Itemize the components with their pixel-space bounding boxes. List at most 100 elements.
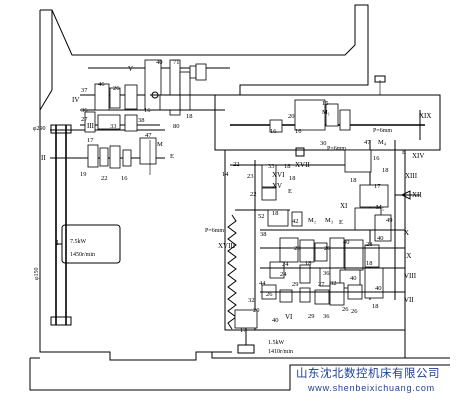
gear-label: 20 bbox=[253, 307, 260, 314]
gear-label: 30 bbox=[320, 140, 327, 147]
gear-label: 40 bbox=[343, 239, 350, 246]
gear-label: 28 bbox=[366, 241, 373, 248]
clutch-markers: M E M₁ M₂ M₃ M₄ M₅ E E E bbox=[157, 109, 406, 226]
gear-label: 22 bbox=[250, 191, 257, 198]
gear-label: 80 bbox=[173, 123, 180, 130]
gear-label: 44 bbox=[259, 280, 266, 287]
marker-E3: E bbox=[402, 149, 406, 156]
label-shaft-VI: VI bbox=[285, 313, 293, 321]
gear-label: 20 bbox=[288, 113, 295, 120]
gear-label: 52 bbox=[258, 213, 265, 220]
gear-label: 22 bbox=[233, 161, 240, 168]
main-motor-power: 7.5kW bbox=[70, 239, 87, 245]
gear-label: 33 bbox=[110, 123, 117, 130]
gear-label: 40 bbox=[375, 285, 382, 292]
feed-motor-speed: 1410r/min bbox=[268, 349, 293, 355]
feed-motor-power: 1.5kW bbox=[268, 340, 285, 346]
pitch-vertical: P=6mm bbox=[205, 228, 224, 234]
label-shaft-XIV: XIV bbox=[412, 152, 424, 160]
gear-label: 36 bbox=[323, 313, 330, 320]
gear-label: 16 bbox=[373, 155, 380, 162]
gear-label: 19 bbox=[80, 171, 87, 178]
gear-label: 22 bbox=[101, 175, 108, 182]
gear-label: 33 bbox=[268, 163, 275, 170]
gear-label: 17 bbox=[374, 183, 381, 190]
marker-E4: E bbox=[288, 188, 292, 195]
marker-M3: M₃ bbox=[325, 217, 333, 224]
gear-label: 16 bbox=[270, 128, 277, 135]
gear-label: 18 bbox=[284, 163, 291, 170]
gear-label: 23 bbox=[247, 173, 254, 180]
gear-label: 32 bbox=[248, 297, 255, 304]
gear-label: 17 bbox=[87, 137, 94, 144]
gear-label: 16 bbox=[295, 128, 302, 135]
gear-label: 18 bbox=[350, 177, 357, 184]
lower-pulley bbox=[50, 316, 72, 326]
dim-pulley-small: φ150 bbox=[34, 268, 40, 280]
marker-M2: M₂ bbox=[308, 217, 316, 224]
marker-M5: M₅ bbox=[376, 204, 384, 211]
label-shaft-XII: XII bbox=[412, 191, 422, 199]
gear-label: 18 bbox=[272, 210, 279, 217]
gear-label: 46 bbox=[98, 81, 105, 88]
gear-label: 40 bbox=[156, 59, 163, 66]
gear-label: 16 bbox=[121, 175, 128, 182]
gear-label: 18 bbox=[305, 260, 312, 267]
gear-label: 38 bbox=[260, 231, 267, 238]
label-shaft-VII: VII bbox=[404, 296, 414, 304]
marker-M: M bbox=[157, 141, 163, 148]
gear-label: 29 bbox=[292, 281, 299, 288]
gear-label: 47 bbox=[364, 139, 371, 146]
gear-label: 40 bbox=[350, 275, 357, 282]
gear-label: 18 bbox=[372, 303, 379, 310]
marker-M4: M₄ bbox=[378, 139, 387, 146]
gear-label: 36 bbox=[81, 107, 88, 114]
label-shaft-II: II bbox=[41, 154, 46, 162]
marker-E: E bbox=[170, 153, 174, 160]
marker-M1: M₁ bbox=[322, 109, 330, 116]
gear-label: 71 bbox=[173, 59, 180, 66]
watermark-company: 山东沈北数控机床有限公司 bbox=[296, 366, 440, 380]
label-shaft-I: I bbox=[56, 239, 59, 247]
gear-label: 24 bbox=[280, 271, 287, 278]
gear-label: 49 bbox=[386, 217, 393, 224]
upper-pulley bbox=[50, 124, 72, 134]
gear-label: 24 bbox=[282, 261, 289, 268]
gear-label: 18 bbox=[366, 260, 373, 267]
annotations: P=6mm P=6mm P=6mm φ290 φ150 7.5kW 1450r/… bbox=[33, 126, 392, 355]
gear-label: 15 bbox=[322, 100, 329, 107]
gear-label: 32 bbox=[330, 280, 337, 287]
label-shaft-IX: IX bbox=[404, 252, 411, 260]
label-shaft-III: III bbox=[87, 122, 95, 130]
gear-label: 47 bbox=[145, 132, 152, 139]
gear-label: 26 bbox=[351, 308, 358, 315]
shaft-labels: II III IV V I VII VIII IX X XI XII XIII … bbox=[41, 65, 431, 321]
gear-labels: 40 71 18 80 46 26 37 36 27 16 38 33 17 4… bbox=[80, 59, 393, 334]
gear-label: 26 bbox=[324, 245, 331, 252]
gear-label: 17 bbox=[240, 327, 247, 334]
main-motor-speed: 1450r/min bbox=[70, 252, 95, 258]
dim-pulley-large: φ290 bbox=[33, 126, 45, 132]
gear-label: 29 bbox=[294, 245, 301, 252]
label-shaft-IV: IV bbox=[72, 96, 79, 104]
main-drive-group bbox=[50, 59, 230, 326]
gear-label: 18 bbox=[289, 175, 296, 182]
marker-E2: E bbox=[339, 219, 343, 226]
gear-label: 14 bbox=[222, 171, 229, 178]
gear-label: 26 bbox=[342, 306, 349, 313]
gear-label: 36 bbox=[323, 270, 330, 277]
label-shaft-V: V bbox=[128, 65, 133, 73]
gear-label: 26 bbox=[266, 291, 273, 298]
feed-group bbox=[227, 75, 425, 354]
label-shaft-X: X bbox=[404, 229, 409, 237]
gear-label: 29 bbox=[308, 313, 315, 320]
watermark: 山东沈北数控机床有限公司 www.shenbeixichuang.com bbox=[296, 366, 440, 393]
watermark-url: www.shenbeixichuang.com bbox=[307, 383, 435, 393]
label-shaft-XV: XV bbox=[272, 182, 282, 190]
gear-label: 18 bbox=[382, 167, 389, 174]
machine-frame bbox=[29, 4, 450, 391]
gear-label: 16 bbox=[144, 107, 151, 114]
gear-label: 27 bbox=[318, 281, 325, 288]
gear-label: 40 bbox=[377, 235, 384, 242]
